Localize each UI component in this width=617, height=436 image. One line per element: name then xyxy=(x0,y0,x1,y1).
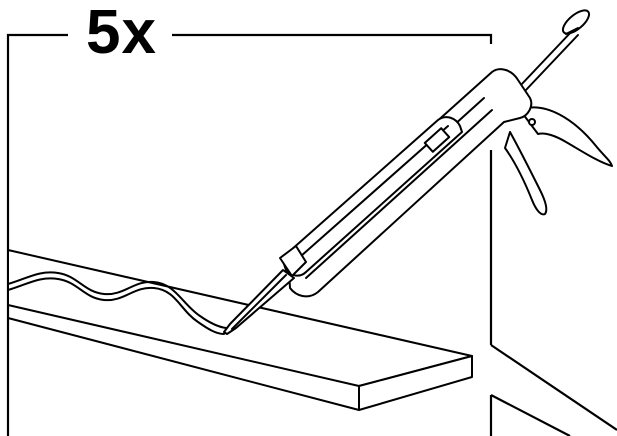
board-icon xyxy=(7,249,473,411)
repeat-count-label: 5x xyxy=(80,0,163,66)
adhesive-bead-icon xyxy=(7,271,227,335)
caulking-gun-icon xyxy=(223,9,613,335)
